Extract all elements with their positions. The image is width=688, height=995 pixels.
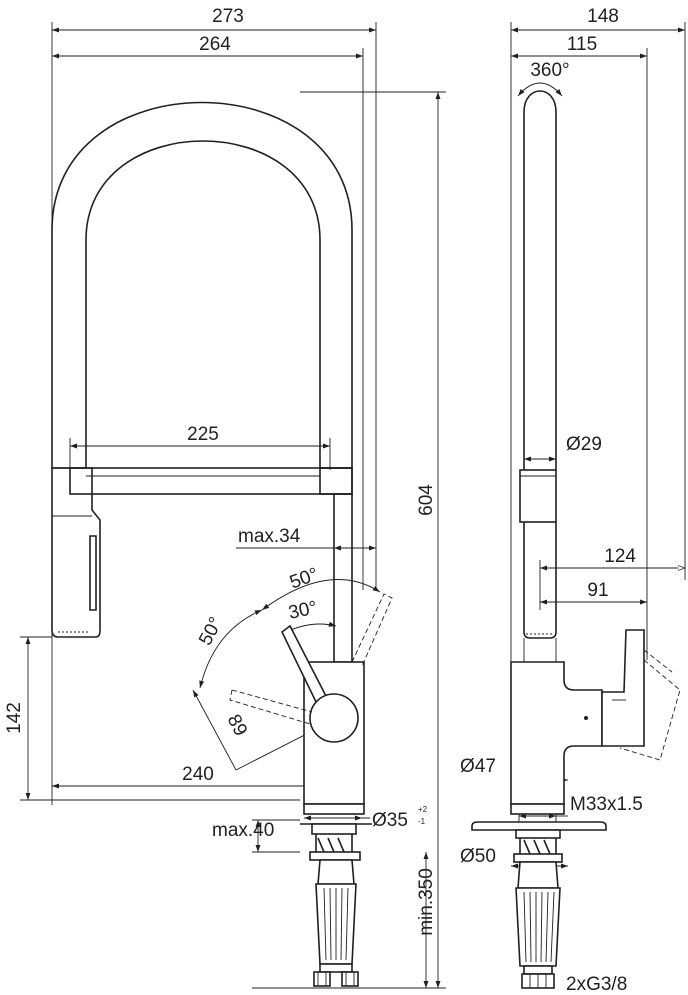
threaded-shank [313, 859, 359, 987]
spout-column [333, 493, 353, 663]
side-lever [601, 629, 681, 761]
dim-thread: M33x1.5 [570, 794, 643, 815]
dim-min-length: min.350 [416, 868, 437, 936]
side-view: 148 115 360° Ø29 124 91 Ø47 M33x1.5 Ø50 … [460, 6, 686, 995]
dim-width-spout: 264 [199, 34, 231, 55]
dim-hole-diameter: Ø35 [372, 810, 408, 831]
dim-connection: 2xG3/8 [566, 974, 627, 995]
dim-max-thickness: max.40 [212, 820, 274, 841]
dim-depth-spout: 115 [567, 34, 597, 55]
dim-height-total: 604 [416, 484, 437, 516]
dim-head-height: 142 [4, 702, 25, 734]
dim-flange-diameter: Ø50 [460, 846, 496, 867]
dim-lever-reach: 124 [604, 546, 636, 567]
dim-hole-tolerance-minus: -1 [418, 817, 426, 826]
dim-width-overall: 273 [212, 6, 244, 27]
dim-hole-tolerance-plus: +2 [418, 805, 428, 814]
dim-reach: 240 [182, 764, 214, 785]
lever [229, 593, 393, 743]
side-mounting-base [471, 803, 607, 863]
side-threaded-shank [515, 861, 561, 989]
mounting-base [300, 803, 372, 861]
side-hose-holder [519, 469, 557, 523]
dim-body-offset: 91 [587, 580, 608, 601]
spout-gooseneck [51, 101, 353, 469]
dim-lever-angle-outer: 50° [287, 564, 321, 594]
dim-lever-angle-side: 50° [195, 614, 227, 649]
dim-hose-diameter: Ø29 [566, 434, 602, 455]
front-extension-lines [20, 22, 446, 989]
dim-body-diameter: Ø47 [460, 756, 496, 777]
dim-depth-overall: 148 [587, 6, 619, 27]
front-dimension-lines [25, 27, 441, 988]
side-body [510, 661, 603, 805]
side-spout-lower [523, 522, 557, 639]
dim-lever-angle-inner: 30° [287, 597, 319, 624]
side-spout-tube [523, 90, 557, 470]
dim-max-offset: max.34 [238, 526, 301, 547]
front-view: 273 264 225 604 max.34 50° 30° 50° 89 24… [4, 6, 446, 989]
spray-head [51, 467, 101, 638]
dim-lever-radius: 89 [223, 711, 251, 740]
dim-rotation: 360° [530, 60, 569, 81]
hose-holder-bar [69, 467, 353, 495]
dim-spout-inner: 225 [187, 424, 219, 445]
